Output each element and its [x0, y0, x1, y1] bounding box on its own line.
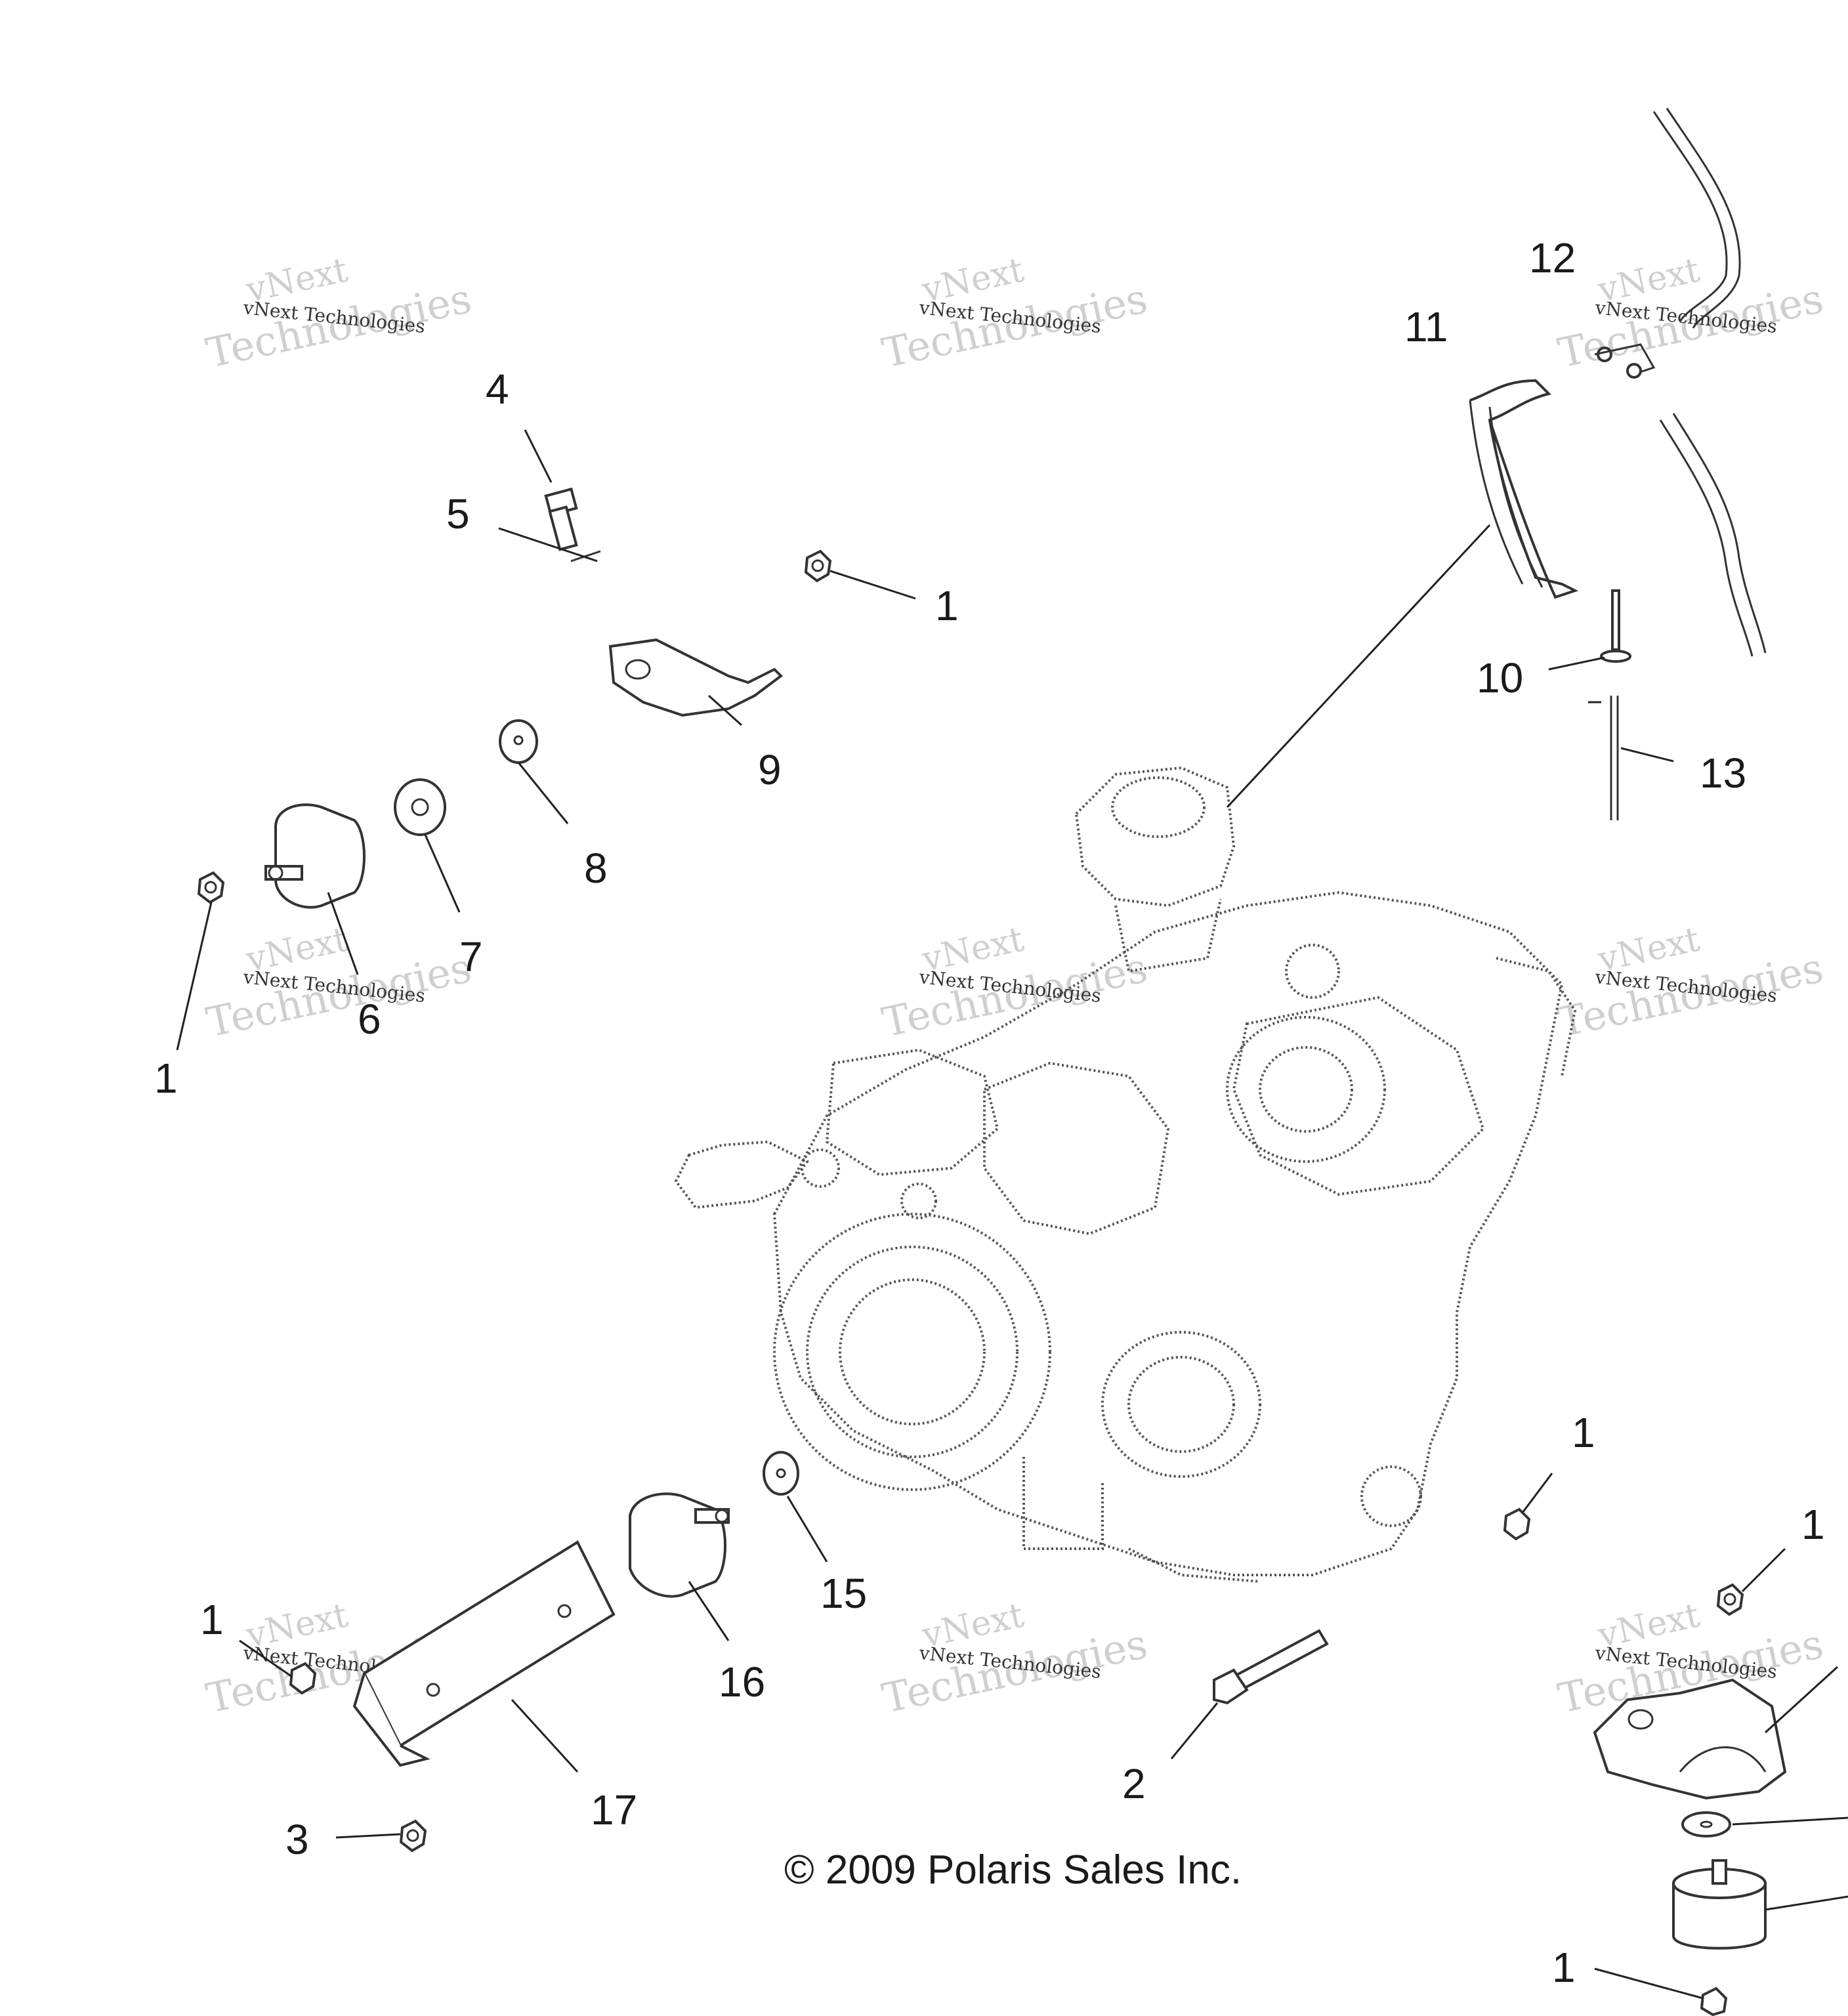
part-9-bracket [608, 638, 784, 717]
callout-6: 6 [358, 996, 381, 1043]
part-6-mount [264, 803, 366, 909]
part-10-grommet [1600, 589, 1631, 663]
part-1-nut-top [804, 549, 832, 583]
part-right-bracket [1593, 1678, 1787, 1800]
callout-1-bottom-right: 1 [1552, 1944, 1576, 1991]
part-16-mount [629, 1492, 730, 1598]
callout-17: 17 [591, 1786, 637, 1834]
part-right-mount [1672, 1859, 1767, 1950]
part-8-washer [499, 719, 538, 764]
callout-1-left: 1 [154, 1055, 178, 1102]
part-5-clip [570, 550, 601, 562]
watermark-mid-left: vNext Technologies vNext Technologies [202, 920, 476, 1047]
callout-15: 15 [820, 1570, 867, 1617]
part-1-nut-lower-left [289, 1662, 317, 1695]
callout-1-right-mid: 1 [1572, 1409, 1595, 1456]
part-3-nut [399, 1819, 427, 1853]
callout-11: 11 [1404, 303, 1448, 350]
part-right-hose [1659, 413, 1767, 657]
part-1-nut-right-mid [1503, 1507, 1531, 1541]
callout-5: 5 [446, 490, 470, 537]
part-13-rod [1610, 696, 1619, 820]
callout-3: 3 [285, 1816, 309, 1863]
callouts: 4 5 1 9 8 7 6 1 11 12 10 13 15 16 17 1 3… [154, 234, 1825, 1991]
part-right-washer [1681, 1811, 1731, 1838]
watermark-mid-right: vNext Technologies vNext Technologies [1554, 920, 1828, 1047]
callout-7: 7 [459, 933, 483, 980]
callout-10: 10 [1477, 654, 1523, 702]
part-1-nut-far-right [1716, 1583, 1744, 1616]
callout-2: 2 [1122, 1760, 1146, 1807]
callout-4: 4 [486, 366, 509, 413]
watermark-top-left: vNext Technologies vNext Technologies [202, 251, 476, 377]
callout-8: 8 [584, 845, 608, 892]
callout-9: 9 [758, 746, 782, 793]
part-17-bracket [352, 1540, 616, 1767]
callout-1-far-right: 1 [1801, 1501, 1825, 1548]
part-11-hose [1469, 379, 1579, 599]
part-15-washer [763, 1451, 799, 1496]
watermark-mid-center: vNext Technologies vNext Technologies [878, 920, 1152, 1047]
part-1-nut-bottom-right [1700, 1986, 1728, 2016]
watermark-top-center: vNext Technologies vNext Technologies [878, 251, 1152, 377]
part-12-fitting [1594, 108, 1741, 379]
callout-1-lower-left: 1 [200, 1596, 224, 1643]
watermark-bottom-center: vNext Technologies vNext Technologies [878, 1596, 1152, 1723]
part-2-bolt [1213, 1629, 1329, 1705]
watermark-top-right: vNext Technologies vNext Technologies [1554, 251, 1828, 377]
part-1-nut-left [197, 871, 225, 904]
part-7-spacer [394, 778, 446, 836]
leader-lines [176, 429, 1848, 2000]
copyright-notice: © 2009 Polaris Sales Inc. [784, 1847, 1242, 1893]
part-4-bolt [544, 487, 578, 551]
callout-16: 16 [719, 1658, 765, 1706]
callout-1-top: 1 [935, 582, 959, 629]
callout-13: 13 [1700, 749, 1746, 797]
engine-assembly [674, 766, 1577, 1583]
callout-12: 12 [1529, 234, 1576, 282]
